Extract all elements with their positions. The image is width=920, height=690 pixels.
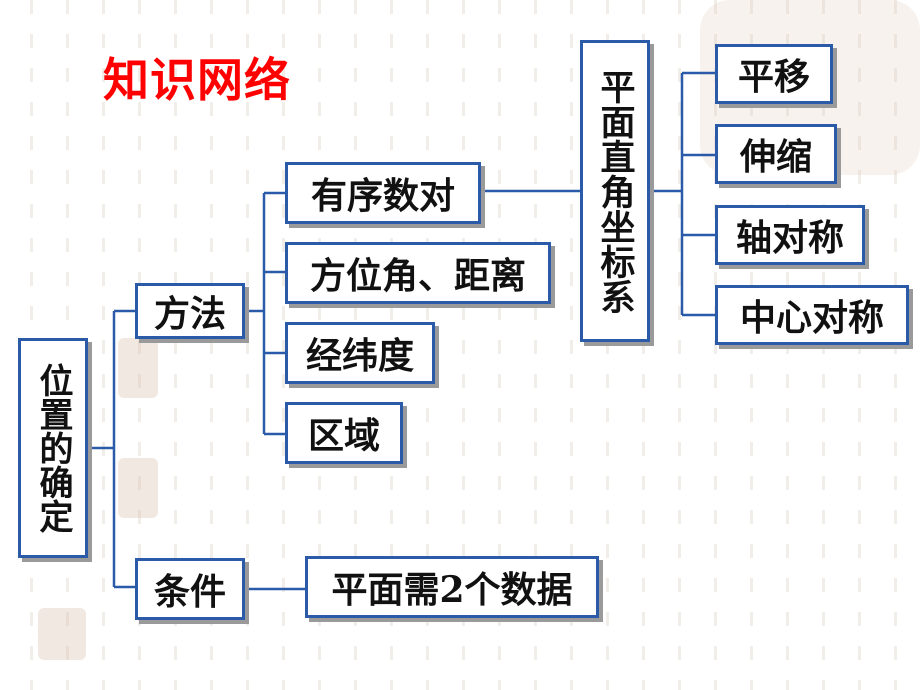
transform-axial-symmetry: 轴对称 <box>715 205 865 265</box>
condition-node: 条件 <box>135 558 245 620</box>
root-node: 位置的确定 <box>18 338 88 558</box>
method-latitude-longitude: 经纬度 <box>285 322 435 384</box>
condition-value: 平面需2个数据 <box>305 556 599 618</box>
method-bearing-distance: 方位角、距离 <box>285 242 551 304</box>
method-ordered-pair: 有序数对 <box>285 162 481 224</box>
method-region: 区域 <box>285 402 403 464</box>
transform-translation: 平移 <box>715 44 833 104</box>
seal-stamp-decoration <box>38 608 86 660</box>
seal-stamp-decoration <box>118 338 158 398</box>
seal-stamp-decoration <box>118 458 158 518</box>
transform-stretch: 伸缩 <box>715 124 837 184</box>
diagram-title: 知识网络 <box>103 53 291 107</box>
transform-central-symmetry: 中心对称 <box>715 285 909 345</box>
coordinate-system-node: 平面直角坐标系 <box>580 40 650 342</box>
methods-node: 方法 <box>135 283 245 339</box>
